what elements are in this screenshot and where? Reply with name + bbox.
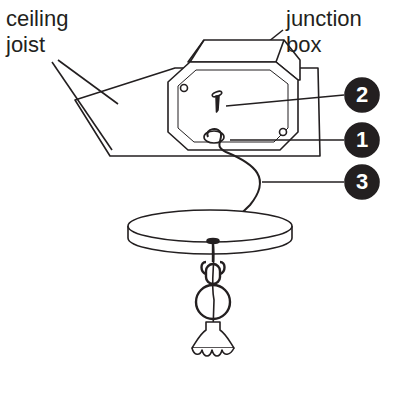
leader-line xyxy=(58,60,118,104)
socket xyxy=(192,322,234,348)
screw xyxy=(212,90,223,112)
box-edge xyxy=(190,40,204,62)
callout-number: 3 xyxy=(345,165,379,199)
callout-number: 1 xyxy=(345,123,379,157)
leader-line xyxy=(52,62,112,150)
socket-rim xyxy=(192,348,234,356)
callout-circle xyxy=(345,165,379,199)
callout-circle xyxy=(345,78,379,112)
canopy-top xyxy=(128,210,292,242)
canopy-hole xyxy=(207,239,219,244)
leader-line xyxy=(226,95,344,106)
cord xyxy=(213,243,214,330)
box-edge xyxy=(276,40,284,62)
tab-hole xyxy=(181,85,188,92)
callout-circle xyxy=(345,123,379,157)
part-label: junction box xyxy=(286,6,396,58)
tab-hole xyxy=(280,129,287,136)
callout-number: 2 xyxy=(345,78,379,112)
leader-line xyxy=(262,181,344,183)
part-label: ceiling joist xyxy=(6,6,98,58)
leader-line xyxy=(230,139,344,141)
